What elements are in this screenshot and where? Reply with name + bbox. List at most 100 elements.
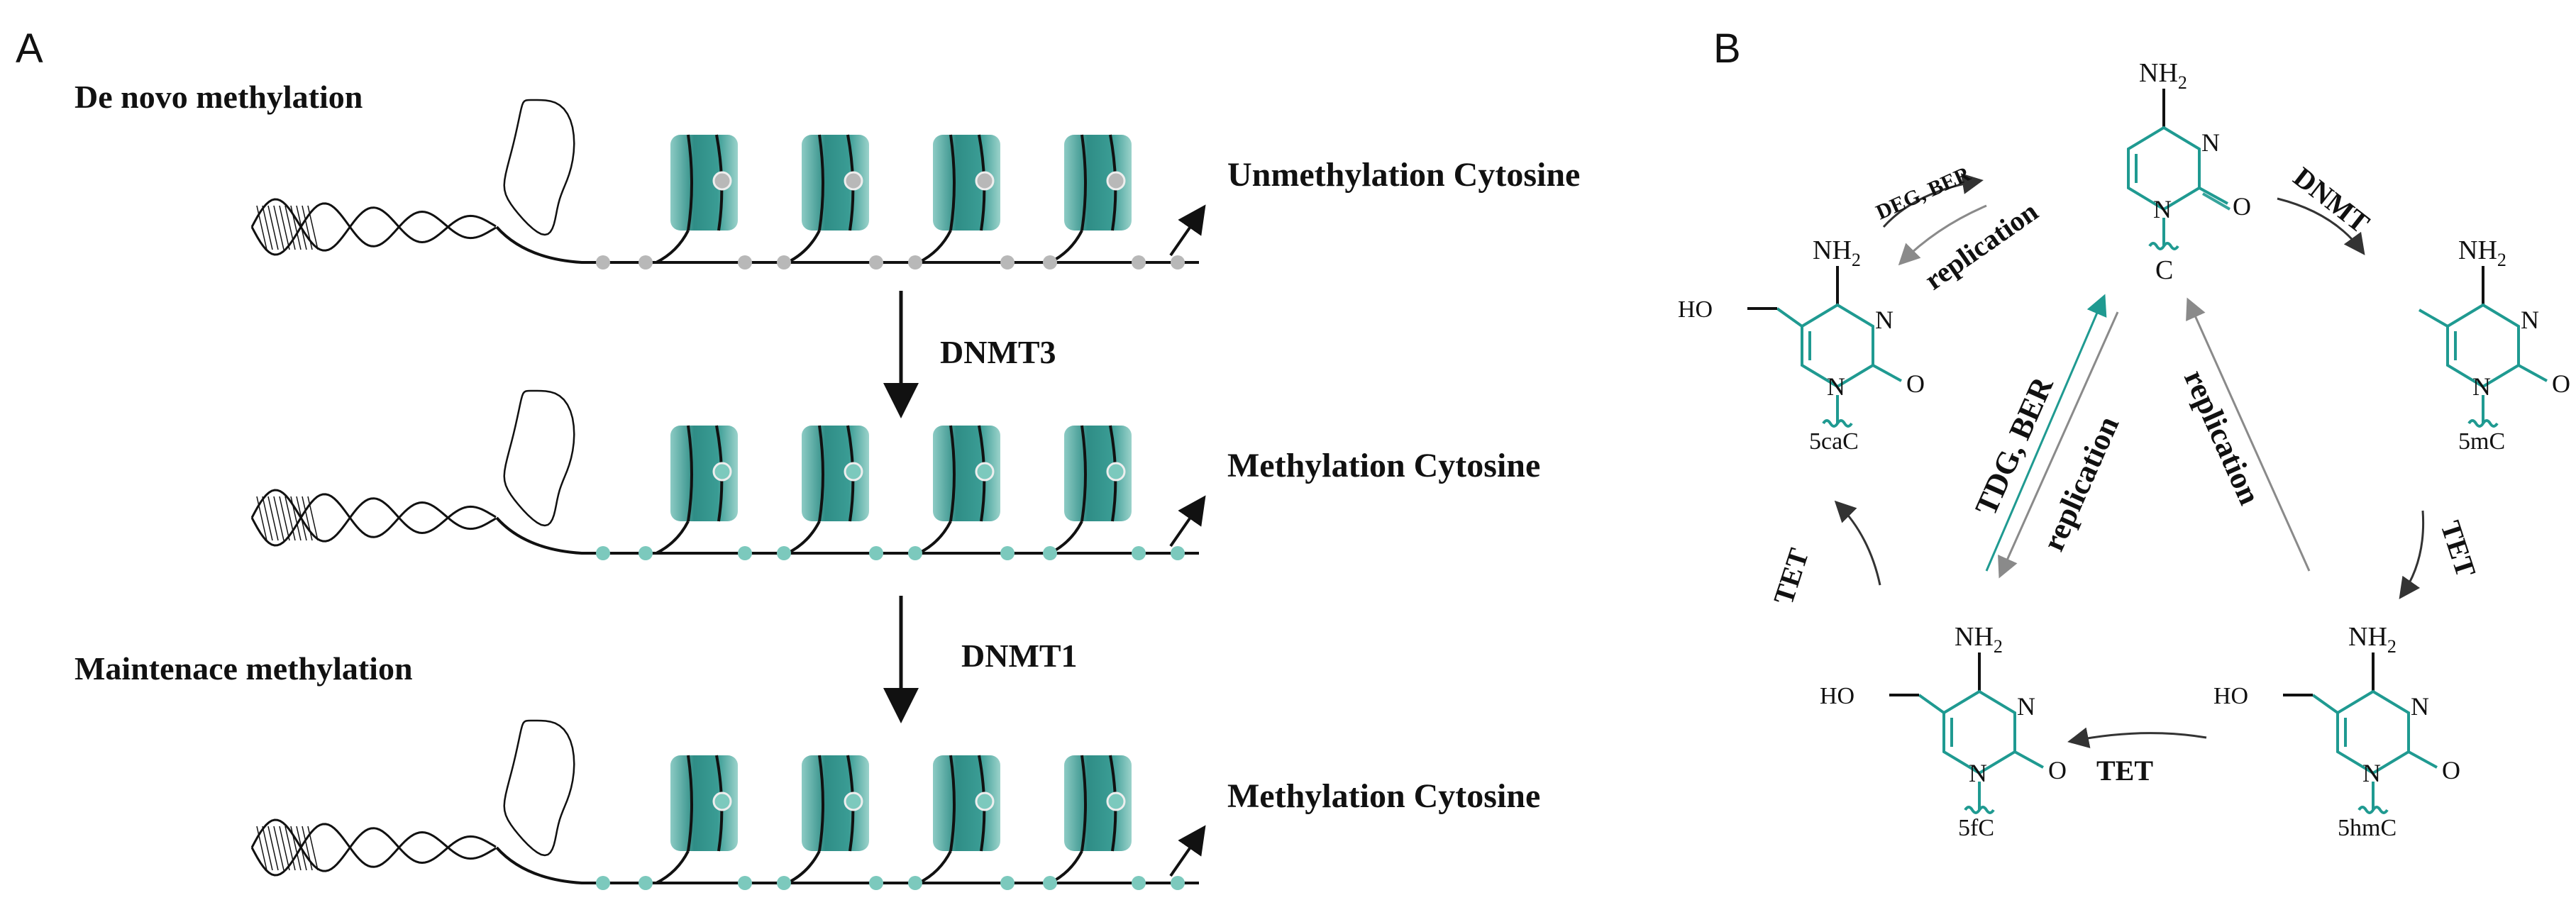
- nucleosome-cytosine: [1106, 792, 1126, 811]
- helix-hatch: [290, 826, 302, 871]
- cytosine-dot: [777, 255, 791, 270]
- replication-label-top: replication: [1918, 195, 2043, 296]
- svg-text:HO: HO: [2213, 683, 2248, 709]
- helix-hatch: [279, 496, 290, 541]
- nucleosome-cytosine: [712, 171, 732, 191]
- de-novo-title: De novo methylation: [74, 79, 363, 115]
- dna-wrap: [818, 755, 824, 852]
- cytosine-name: C: [2155, 255, 2173, 285]
- nucleosome: [656, 755, 738, 884]
- helix-hatch: [284, 826, 296, 871]
- dnmt3-label: DNMT3: [940, 334, 1056, 370]
- tet-label-right: TET: [2434, 517, 2482, 581]
- nucleosome: [787, 755, 869, 884]
- tet-arrow-left: [1834, 500, 1881, 586]
- helix-hatch: [296, 205, 307, 250]
- nucleosome: [656, 425, 738, 555]
- replication-arrow-middle: [1998, 311, 2119, 579]
- cytosine-dot: [1171, 546, 1185, 560]
- dna-wrap: [949, 134, 956, 231]
- helix-hatch: [307, 496, 319, 541]
- tet-arrow-bottom: [2067, 727, 2207, 749]
- dna-entry: [918, 230, 952, 264]
- nucleosome-cytosine: [844, 171, 863, 191]
- cytosine-dot: [1171, 255, 1185, 270]
- helix-hatch: [256, 826, 267, 871]
- svg-text:N: N: [2411, 692, 2429, 721]
- svg-text:NH2: NH2: [2139, 58, 2187, 93]
- row-3-label: Methylation Cytosine: [1227, 777, 1540, 815]
- helix-hatch: [262, 496, 273, 541]
- dna-wrap: [1080, 755, 1087, 852]
- 5mc-structure: NH2 N N O 5mC: [2419, 235, 2570, 455]
- cytosine-dot: [1132, 546, 1146, 560]
- cytosine-dot: [1000, 255, 1015, 270]
- dna-loop: [503, 99, 575, 236]
- svg-text:O: O: [2048, 756, 2067, 784]
- nucleosome-cytosine: [844, 792, 863, 811]
- dna-wrap: [1080, 425, 1087, 522]
- nucleosome-cytosine: [712, 792, 732, 811]
- nucleosome: [1049, 755, 1132, 884]
- linker-dna: [495, 226, 1199, 264]
- nucleosome-cytosine: [1106, 462, 1126, 482]
- cytosine-dot: [1043, 546, 1057, 560]
- nucleosome-cytosine: [975, 171, 995, 191]
- dna-loop: [503, 389, 575, 527]
- cytosine-dot: [1132, 255, 1146, 270]
- helix-hatch: [284, 205, 296, 250]
- cytosine-dot: [1171, 876, 1185, 890]
- dna-helix-strand: [250, 198, 497, 252]
- cytosine-dot: [869, 255, 883, 270]
- nucleosome: [1049, 134, 1132, 264]
- cytosine-dot: [1043, 876, 1057, 890]
- dna-entry: [787, 850, 821, 884]
- nucleosome-cytosine: [975, 792, 995, 811]
- nucleosome: [787, 425, 869, 555]
- helix-hatch: [302, 496, 313, 541]
- cytosine-structure: NH2 N N O C: [2127, 58, 2251, 285]
- chromatin-rows: [250, 99, 1206, 890]
- svg-text:HO: HO: [1820, 683, 1854, 709]
- dna-wrap: [687, 755, 693, 852]
- helix-hatch: [296, 826, 307, 871]
- 5mc-name: 5mC: [2458, 428, 2505, 455]
- nucleosome-cytosine: [1106, 171, 1126, 191]
- cytosine-dot: [639, 876, 653, 890]
- dna-helix-strand: [250, 489, 497, 543]
- helix-hatch: [273, 496, 284, 541]
- cytosine-dot: [777, 546, 791, 560]
- helix-hatch: [284, 496, 296, 541]
- tet-label-left: TET: [1767, 544, 1815, 608]
- dna-wrap: [949, 755, 956, 852]
- cytosine-dot: [1000, 876, 1015, 890]
- dna-entry: [656, 850, 690, 884]
- helix-hatch: [273, 205, 284, 250]
- svg-text:HO: HO: [1678, 296, 1713, 323]
- helix-hatch: [262, 205, 273, 250]
- helix-hatch: [267, 496, 279, 541]
- cytosine-dot: [639, 255, 653, 270]
- nucleosome-cytosine: [712, 462, 732, 482]
- 5cac-name: 5caC: [1809, 428, 1859, 455]
- row-1-label: Unmethylation Cytosine: [1227, 156, 1580, 194]
- cytosine-dot: [596, 546, 610, 560]
- cytosine-dot: [596, 876, 610, 890]
- helix-hatch: [296, 496, 307, 541]
- dna-entry: [787, 521, 821, 555]
- nucleosome-cytosine: [844, 462, 863, 482]
- dna-wrap: [949, 425, 956, 522]
- 5cac-structure: NH2 HO N N O 5caC: [1678, 235, 1925, 455]
- cytosine-dot: [777, 876, 791, 890]
- dna-entry: [918, 521, 952, 555]
- cytosine-dot: [1043, 255, 1057, 270]
- cytosine-dot: [869, 546, 883, 560]
- svg-text:N: N: [2017, 692, 2035, 721]
- dna-wrap: [687, 425, 693, 522]
- dna-entry: [787, 230, 821, 264]
- nucleosome: [787, 134, 869, 264]
- dna-entry: [656, 230, 690, 264]
- 5fc-structure: NH2 HO N N O 5fC: [1820, 622, 2067, 841]
- helix-hatch: [267, 205, 279, 250]
- nucleosome: [918, 425, 1000, 555]
